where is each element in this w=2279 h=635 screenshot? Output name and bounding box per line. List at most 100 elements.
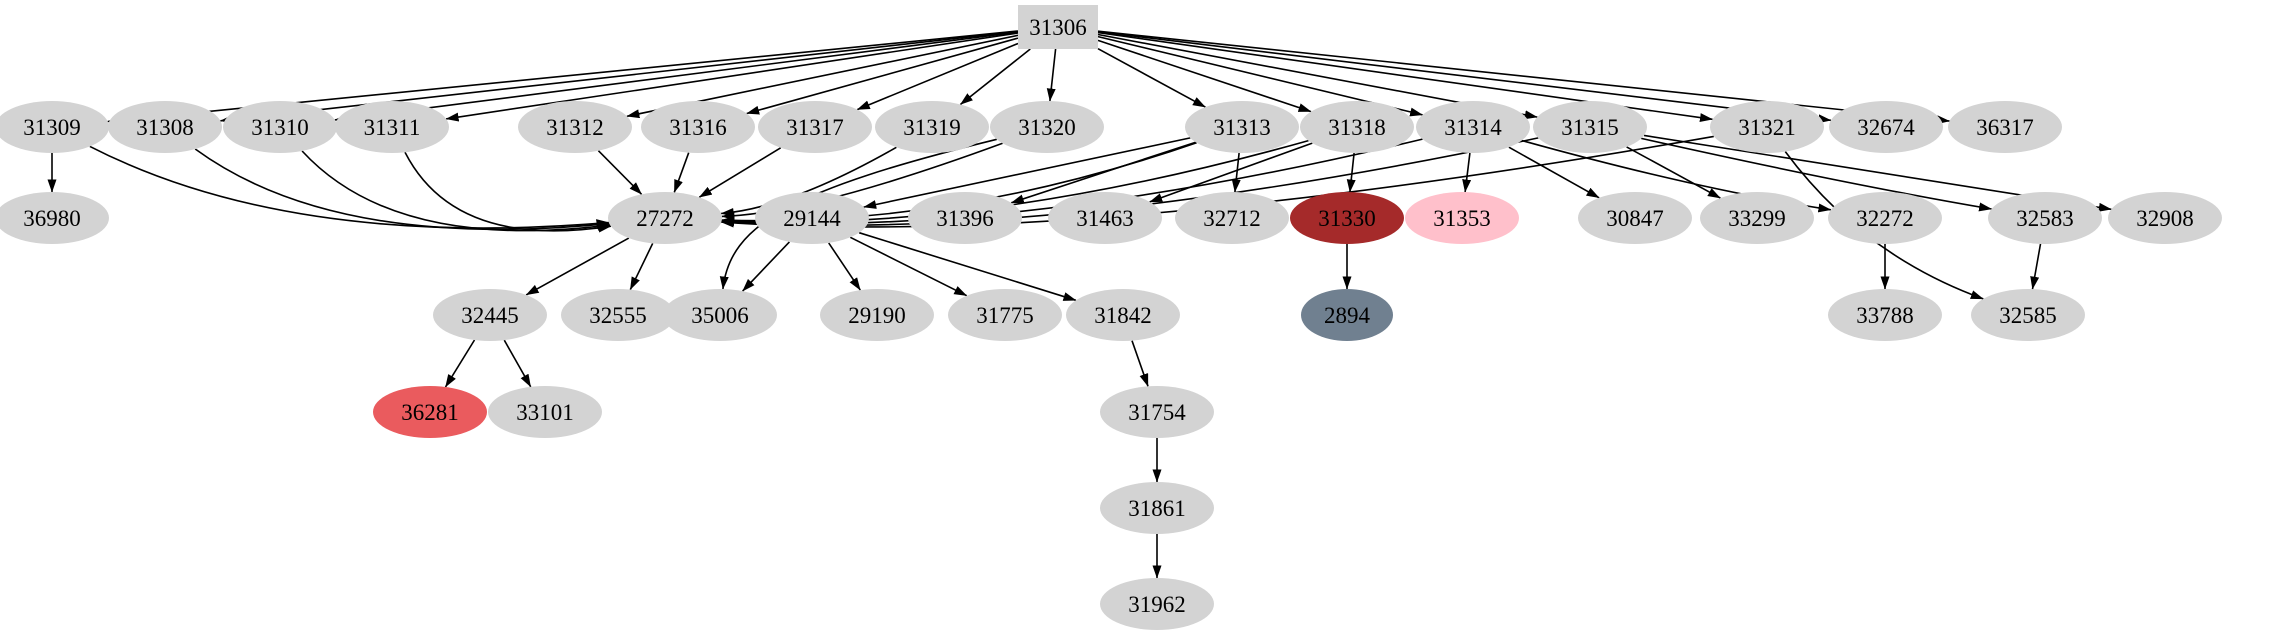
node-ellipse-shape (1100, 482, 1214, 534)
node-36317: 36317 (1948, 101, 2062, 153)
edge-31842-31754 (1131, 340, 1149, 387)
node-ellipse-shape (1290, 192, 1404, 244)
node-label: 31396 (936, 206, 994, 231)
node-31861: 31861 (1100, 482, 1214, 534)
node-label: 31314 (1444, 115, 1502, 140)
node-31318: 31318 (1300, 101, 1414, 153)
node-ellipse-shape (1301, 289, 1393, 341)
node-36980: 36980 (0, 192, 109, 244)
node-32445: 32445 (433, 289, 547, 341)
node-ellipse-shape (1828, 192, 1942, 244)
node-32583: 32583 (1988, 192, 2102, 244)
node-31754: 31754 (1100, 386, 1214, 438)
node-label: 32908 (2136, 206, 2194, 231)
node-31353: 31353 (1405, 192, 1519, 244)
edge-29144-35006 (742, 241, 790, 292)
node-label: 32674 (1857, 115, 1915, 140)
edge-31308-27272 (194, 148, 610, 231)
node-31319: 31319 (875, 101, 989, 153)
edge-32583-32585 (2030, 243, 2042, 290)
edge-31316-27272 (673, 152, 690, 193)
node-ellipse-shape (0, 192, 109, 244)
edge-31315-32583 (1641, 137, 1993, 212)
node-35006: 35006 (663, 289, 777, 341)
node-label: 31321 (1738, 115, 1796, 140)
node-ellipse-shape (875, 101, 989, 153)
node-label: 36317 (1976, 115, 2034, 140)
node-31396: 31396 (908, 192, 1022, 244)
node-32908: 32908 (2108, 192, 2222, 244)
node-ellipse-shape (1971, 289, 2085, 341)
node-ellipse-shape (0, 101, 109, 153)
node-32674: 32674 (1829, 101, 1943, 153)
node-ellipse-shape (1948, 101, 2062, 153)
node-label: 32583 (2016, 206, 2074, 231)
node-ellipse-shape (1533, 101, 1647, 153)
node-ellipse-shape (1578, 192, 1692, 244)
node-ellipse-shape (518, 101, 632, 153)
edge-29144-31842 (858, 231, 1077, 302)
node-label: 31312 (546, 115, 604, 140)
node-2894: 2894 (1301, 289, 1393, 341)
edge-31306-31318 (1097, 39, 1312, 113)
node-label: 31330 (1318, 206, 1376, 231)
node-label: 36980 (23, 206, 81, 231)
edge-31318-31330 (1346, 152, 1356, 193)
edge-27272-32555 (629, 243, 654, 291)
node-label: 33299 (1728, 206, 1786, 231)
edge-31306-32674 (1097, 31, 1832, 124)
edge-31306-31310 (334, 31, 1019, 123)
node-label: 29190 (848, 303, 906, 328)
node-label: 31318 (1328, 115, 1386, 140)
node-label: 31463 (1076, 206, 1134, 231)
node-label: 31306 (1029, 15, 1087, 40)
node-29190: 29190 (820, 289, 934, 341)
node-label: 31308 (136, 115, 194, 140)
node-31315: 31315 (1533, 101, 1647, 153)
node-label: 32445 (461, 303, 519, 328)
node-31312: 31312 (518, 101, 632, 153)
node-ellipse-shape (948, 289, 1062, 341)
node-ellipse-shape (608, 192, 722, 244)
node-ellipse-shape (488, 386, 602, 438)
node-31330: 31330 (1290, 192, 1404, 244)
node-label: 31315 (1561, 115, 1619, 140)
node-ellipse-shape (1185, 101, 1299, 153)
node-label: 31311 (364, 115, 421, 140)
node-label: 31861 (1128, 496, 1186, 521)
edge-27272-32445 (525, 237, 630, 296)
node-label: 36281 (401, 400, 459, 425)
node-ellipse-shape (1829, 101, 1943, 153)
node-31962: 31962 (1100, 578, 1214, 630)
node-ellipse-shape (1700, 192, 1814, 244)
node-32555: 32555 (561, 289, 675, 341)
node-label: 2894 (1324, 303, 1371, 328)
node-ellipse-shape (223, 101, 337, 153)
edge-31312-27272 (597, 150, 643, 195)
node-label: 32555 (589, 303, 647, 328)
edge-31306-31317 (856, 42, 1019, 111)
edge-31306-36317 (1097, 30, 1950, 125)
node-ellipse-shape (820, 289, 934, 341)
edge-31306-31319 (959, 48, 1031, 106)
node-31775: 31775 (948, 289, 1062, 341)
node-ellipse-shape (1100, 386, 1214, 438)
node-ellipse-shape (908, 192, 1022, 244)
node-label: 31754 (1128, 400, 1186, 425)
node-ellipse-shape (758, 101, 872, 153)
node-31309: 31309 (0, 101, 109, 153)
node-31316: 31316 (641, 101, 755, 153)
node-ellipse-shape (663, 289, 777, 341)
edge-31306-31308 (219, 30, 1019, 124)
node-label: 32712 (1203, 206, 1261, 231)
node-31313: 31313 (1185, 101, 1299, 153)
node-ellipse-shape (561, 289, 675, 341)
node-label: 33788 (1856, 303, 1914, 328)
node-label: 31313 (1213, 115, 1271, 140)
node-ellipse-shape (108, 101, 222, 153)
edge-31313-29144 (863, 137, 1191, 209)
node-ellipse-shape (1710, 101, 1824, 153)
